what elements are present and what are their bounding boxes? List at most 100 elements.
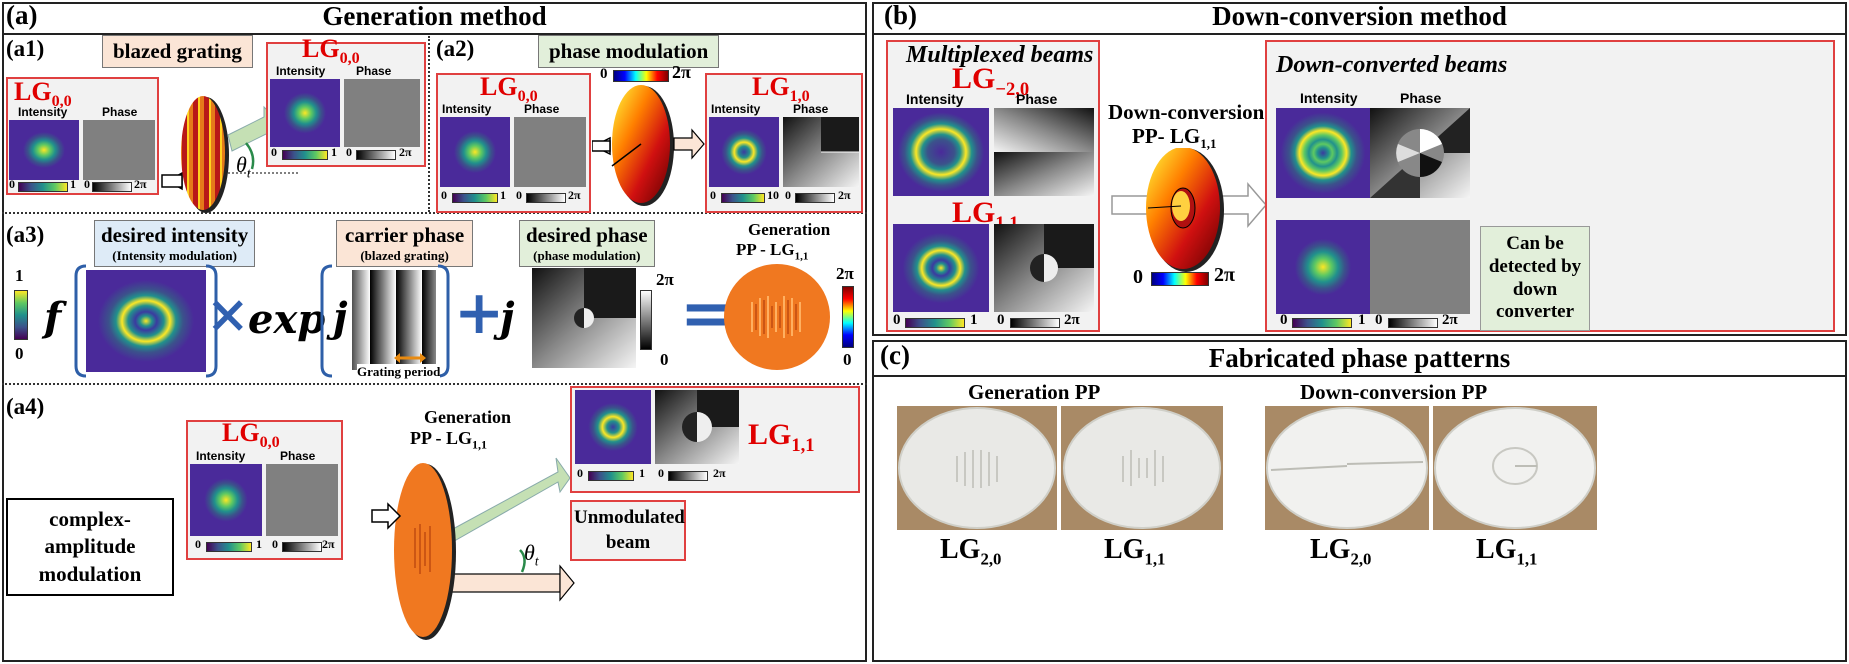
a2-tag: phase modulation bbox=[538, 35, 720, 68]
phase-caption: Phase bbox=[280, 449, 316, 463]
c-gen-pp: Generation PP bbox=[968, 380, 1101, 404]
b-bar-max: 2π bbox=[1214, 264, 1235, 286]
a3-j2: j bbox=[500, 294, 515, 341]
a4-label: (a4) bbox=[6, 394, 45, 419]
colorbar-intensity bbox=[1292, 318, 1352, 328]
a3-v1-top: 1 bbox=[15, 266, 24, 285]
tick: 1 bbox=[1358, 312, 1366, 328]
a3-gen-title: Generation bbox=[748, 220, 831, 239]
a1-input-intensity bbox=[9, 120, 79, 180]
tick: 1 bbox=[639, 466, 645, 480]
a4-unmodulated-box: Unmodulated beam bbox=[570, 500, 686, 562]
a3-plus: + bbox=[454, 278, 505, 348]
colorbar-intensity bbox=[588, 471, 634, 481]
a4-output-intensity bbox=[575, 390, 651, 464]
colorbar-phase bbox=[356, 150, 396, 160]
tick: 0 bbox=[997, 312, 1005, 328]
panel-b-label: (b) bbox=[884, 0, 917, 30]
a2-bar-min: 0 bbox=[600, 66, 608, 82]
c-photo-dc-lg20 bbox=[1265, 406, 1429, 530]
c-photo-gen-lg20 bbox=[897, 406, 1057, 530]
a3-v3-top: 2π bbox=[836, 264, 854, 283]
a3-bracket-1 bbox=[74, 264, 218, 378]
intensity-caption: Intensity bbox=[442, 102, 492, 116]
a3-f: f bbox=[44, 294, 62, 341]
a4-input-lg: LG0,0 bbox=[222, 418, 280, 452]
tick: 0 bbox=[1280, 312, 1288, 328]
tick: 0 bbox=[785, 188, 791, 202]
a4-gen-pp: PP - LG1,1 bbox=[410, 428, 487, 452]
b-dc-pp: PP- LG1,1 bbox=[1132, 124, 1217, 152]
colorbar-intensity bbox=[721, 193, 765, 203]
colorbar-phase bbox=[92, 182, 132, 192]
b-bar-min: 0 bbox=[1133, 266, 1143, 288]
tick: 0 bbox=[271, 145, 277, 159]
a3-grating-period: Grating period bbox=[357, 364, 441, 380]
intensity-caption: Intensity bbox=[1300, 90, 1358, 106]
panel-c-label: (c) bbox=[880, 340, 910, 370]
a2-input-lg: LG0,0 bbox=[480, 72, 538, 106]
a1-label: (a1) bbox=[6, 36, 45, 61]
b-lg-m20: LG−2,0 bbox=[952, 62, 1030, 100]
a2-output-intensity bbox=[709, 117, 779, 187]
c-label-2: LG1,1 bbox=[1104, 534, 1166, 569]
b-lg11-phase bbox=[994, 224, 1094, 312]
a4-input-intensity bbox=[190, 464, 262, 536]
tick: 2π bbox=[1442, 312, 1458, 328]
a2-input-intensity bbox=[440, 117, 510, 187]
panel-a bbox=[2, 2, 867, 662]
tick: 10 bbox=[767, 188, 779, 202]
panel-a-header-divider bbox=[2, 33, 867, 35]
a2-label: (a2) bbox=[436, 36, 475, 61]
phase-caption: Phase bbox=[1400, 90, 1442, 106]
a3-v1-bot: 0 bbox=[15, 344, 24, 363]
tick: 0 bbox=[195, 537, 201, 551]
a3-v2-bot: 0 bbox=[660, 350, 669, 369]
intensity-caption: Intensity bbox=[196, 449, 246, 463]
panel-a-title: Generation method bbox=[322, 1, 547, 31]
tick: 0 bbox=[1375, 312, 1383, 328]
colorbar-phase bbox=[282, 542, 322, 552]
tick: 2π bbox=[1064, 312, 1080, 328]
tick: 2π bbox=[399, 145, 412, 159]
tick: 1 bbox=[500, 188, 506, 202]
tick: 0 bbox=[516, 188, 522, 202]
b-downconversion-pp bbox=[1111, 148, 1267, 272]
a4-gen-title: Generation bbox=[424, 407, 511, 427]
colorbar-intensity bbox=[18, 182, 68, 192]
phase-caption: Phase bbox=[793, 102, 829, 116]
colorbar-phase bbox=[668, 471, 708, 481]
a3-tag-carrier: carrier phase (blazed grating) bbox=[336, 220, 474, 267]
a3-desired-phase bbox=[532, 268, 636, 368]
a3-tag-phase: desired phase (phase modulation) bbox=[519, 220, 655, 267]
panel-c-title: Fabricated phase patterns bbox=[1208, 343, 1511, 373]
intensity-caption: Intensity bbox=[276, 64, 326, 78]
a1-output-phase bbox=[344, 79, 420, 147]
tick: 2π bbox=[134, 177, 147, 191]
a3-tag-intensity: desired intensity (Intensity modulation) bbox=[94, 220, 256, 267]
a2-bar-max: 2π bbox=[672, 62, 691, 82]
a4-output-phase bbox=[655, 390, 739, 464]
tick: 1 bbox=[331, 145, 337, 159]
tick: 2π bbox=[838, 188, 851, 202]
tick: 0 bbox=[9, 177, 15, 191]
a4-theta: θt bbox=[524, 540, 539, 569]
b-lg-11: LG1,1 bbox=[952, 196, 1019, 234]
tick: 0 bbox=[441, 188, 447, 202]
panel-b bbox=[872, 2, 1847, 336]
a3-colorbar-jet bbox=[842, 286, 854, 348]
a3-exp: exp bbox=[248, 296, 326, 343]
c-label-3: LG2,0 bbox=[1310, 534, 1372, 569]
colorbar-intensity bbox=[452, 193, 498, 203]
c-photo-dc-lg11 bbox=[1433, 406, 1597, 530]
b-downconverted-title: Down-converted beams bbox=[1276, 52, 1508, 78]
a4-output-lg: LG1,1 bbox=[748, 418, 815, 456]
b-out2-intensity bbox=[1276, 220, 1370, 314]
divider-row1 bbox=[2, 212, 867, 214]
tick: 0 bbox=[346, 145, 352, 159]
b-lg11-intensity bbox=[893, 224, 989, 312]
colorbar-intensity bbox=[282, 150, 328, 160]
tick: 0 bbox=[84, 177, 90, 191]
a4-cam-tag: complex-amplitude modulation bbox=[6, 498, 174, 596]
phase-caption: Phase bbox=[1016, 91, 1058, 107]
